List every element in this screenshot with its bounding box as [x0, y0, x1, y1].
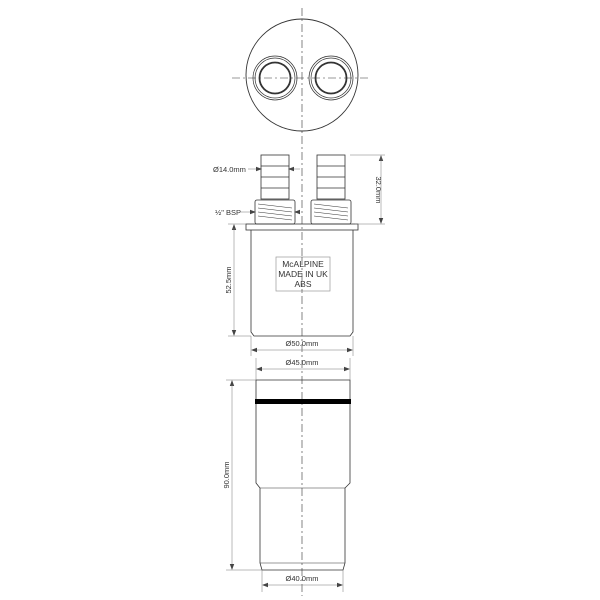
top-view — [232, 18, 370, 132]
spigot-outline — [255, 379, 351, 571]
dim-hose-tail-dia: Ø14.0mm — [213, 165, 246, 174]
dim-body-height: 52.5mm — [224, 266, 233, 293]
dim-socket-dia: Ø45.0mm — [286, 358, 319, 367]
badge-line-2: MADE IN UK — [278, 269, 328, 279]
hose-tails — [254, 154, 352, 225]
badge-line-3: ABS — [294, 279, 311, 289]
hose-tail-left — [254, 154, 296, 225]
dim-thread: ½" BSP — [215, 208, 241, 217]
spigot — [255, 379, 351, 571]
body-flange — [245, 223, 359, 231]
dim-hose-tail-height: 32.0mm — [374, 176, 383, 203]
dim-spigot-dia: Ø40.0mm — [286, 574, 319, 583]
body-outline — [250, 230, 354, 337]
dim-body-dia: Ø50.0mm — [286, 339, 319, 348]
dimensions — [226, 154, 385, 592]
seal-ring — [255, 399, 351, 404]
body — [245, 223, 359, 337]
dim-spigot-length: 90.0mm — [222, 461, 231, 488]
badge-line-1: McALPINE — [282, 259, 324, 269]
manufacturer-badge: McALPINE MADE IN UK ABS — [275, 256, 331, 292]
hose-tail-right — [310, 154, 352, 225]
